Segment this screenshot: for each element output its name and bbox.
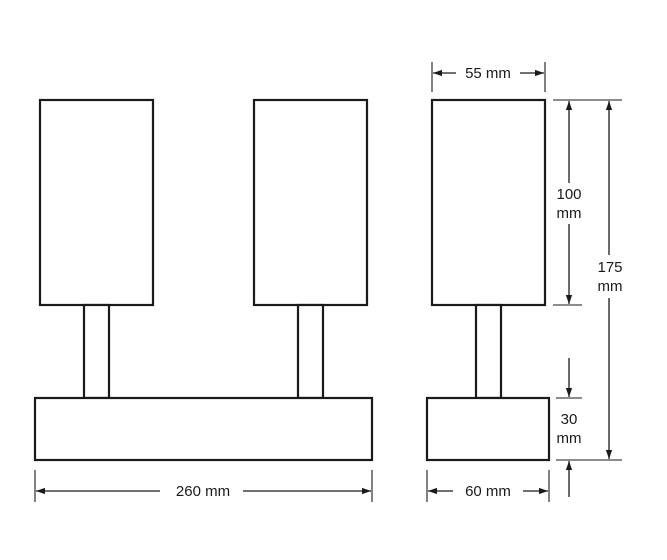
dimension-base-width: 260 mm [34, 470, 373, 502]
front-left-stem [82, 303, 111, 400]
shade-height-value: 100 [556, 186, 581, 203]
dimension-shade-height: 100 mm [553, 99, 582, 306]
total-height-unit: mm [598, 278, 623, 295]
dimension-total-height: 175 mm [556, 99, 623, 461]
front-right-shade [252, 98, 369, 307]
base-height-value: 30 [561, 411, 578, 428]
side-base [425, 396, 551, 462]
shade-width-label: 55 mm [465, 65, 511, 82]
side-base-width-label: 60 mm [465, 483, 511, 500]
side-view [425, 98, 551, 462]
front-right-stem [296, 303, 325, 400]
shade-height-unit: mm [557, 205, 582, 222]
front-left-shade [38, 98, 155, 307]
side-shade [430, 98, 547, 307]
dimension-shade-width: 55 mm [431, 62, 546, 92]
front-view [33, 98, 374, 462]
front-base [33, 396, 374, 462]
side-stem [474, 303, 503, 400]
base-height-unit: mm [557, 430, 582, 447]
dimension-side-base-width: 60 mm [426, 470, 550, 502]
base-width-label: 260 mm [176, 483, 230, 500]
dimension-base-height: 30 mm [556, 358, 582, 497]
total-height-value: 175 [597, 259, 622, 276]
